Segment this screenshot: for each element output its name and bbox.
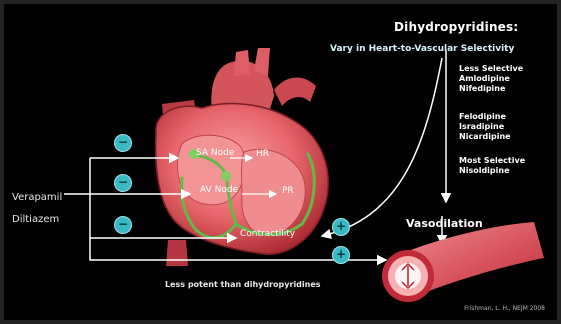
hr-label: HR <box>256 149 269 159</box>
av-node-marker <box>221 171 231 181</box>
selectivity-group-mid: Felodipine Isradipine Nicardipine <box>459 112 511 142</box>
minus-badge-contractility: − <box>114 216 132 234</box>
selectivity-line: Less Selective <box>459 64 523 74</box>
selectivity-line: Nifedipine <box>459 84 523 94</box>
vena-cava <box>166 240 188 266</box>
plus-badge-contractility: + <box>332 218 350 236</box>
credit-text: Frishman, L. H., NEJM 2008 <box>464 305 545 312</box>
av-node-label: AV Node <box>200 185 238 195</box>
blood-vessel <box>382 222 544 302</box>
drug-diltiazem: Diltiazem <box>12 214 59 225</box>
dihydropyridine-arrows <box>322 50 446 244</box>
selectivity-line: Isradipine <box>459 122 511 132</box>
selectivity-line: Nisoldipine <box>459 166 525 176</box>
selectivity-group-most: Most Selective Nisoldipine <box>459 156 525 176</box>
plus-badge-vessel: + <box>332 246 350 264</box>
minus-badge-sa: − <box>114 134 132 152</box>
selectivity-line: Most Selective <box>459 156 525 166</box>
selectivity-subtitle: Vary in Heart-to-Vascular Selectivity <box>330 44 514 54</box>
less-potent-label: Less potent than dihydropyridines <box>165 280 321 289</box>
pr-label: PR <box>282 186 294 196</box>
selectivity-group-less: Less Selective Amlodipine Nifedipine <box>459 64 523 94</box>
drug-verapamil: Verapamil <box>12 192 62 203</box>
vasodilation-label: Vasodilation <box>406 217 483 230</box>
contractility-label: Contractility <box>240 229 295 239</box>
minus-badge-av: − <box>114 174 132 192</box>
dihydropyridines-title: Dihydropyridines: <box>394 20 518 34</box>
sa-node-label: SA Node <box>196 148 234 158</box>
selectivity-line: Amlodipine <box>459 74 523 84</box>
selectivity-line: Nicardipine <box>459 132 511 142</box>
selectivity-line: Felodipine <box>459 112 511 122</box>
